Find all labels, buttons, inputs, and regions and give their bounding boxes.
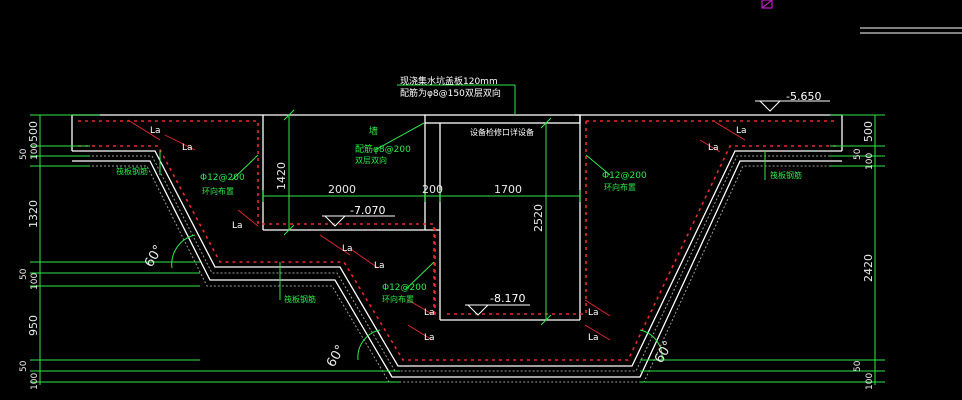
- dim-2520: 2520: [532, 204, 545, 232]
- la-label: La: [232, 221, 243, 231]
- bottom-bar-right: 筏板钢筋: [770, 170, 802, 180]
- bottom-bar-mid: 筏板钢筋: [284, 294, 316, 304]
- dim-2000: 2000: [328, 183, 356, 196]
- left-dim-100: 100: [30, 143, 40, 160]
- top-note-line2: 配筋为φ8@150双层双向: [400, 87, 501, 99]
- elevation-pit-bottom: -8.170: [490, 292, 525, 305]
- la-label: La: [736, 126, 747, 136]
- left-dimension-chain: 500 100 50 1320 100 50 950 100 50: [19, 121, 40, 390]
- right-dim-500: 500: [862, 121, 875, 142]
- right-dim-100: 100: [865, 153, 875, 170]
- elevation-top-right: -5.650: [786, 90, 821, 103]
- mid-hoop-dir: 环向布置: [382, 294, 414, 304]
- cursor-icon[interactable]: [761, 0, 773, 9]
- right-dim-50: 50: [853, 148, 863, 160]
- angle-left-lower: 60°: [324, 343, 349, 370]
- dim-1700: 1700: [494, 183, 522, 196]
- left-dim-500: 500: [27, 121, 40, 142]
- right-dim-100b: 100: [865, 373, 875, 390]
- left-dim-50c: 50: [19, 360, 29, 372]
- top-note-line1: 现浇集水坑盖板120mm: [400, 75, 498, 87]
- dim-1420: 1420: [275, 162, 288, 190]
- left-hoop: Φ12@200: [200, 173, 245, 183]
- la-label: La: [708, 143, 719, 153]
- mid-hoop: Φ12@200: [382, 283, 427, 293]
- la-label: La: [374, 261, 385, 271]
- wall-rebar: 配筋φ8@200: [355, 143, 411, 155]
- left-dim-50: 50: [19, 148, 29, 160]
- rebar-lines: [78, 120, 836, 361]
- cushion-layer: [72, 155, 842, 383]
- la-label: La: [588, 308, 599, 318]
- wall-rebar-dir: 双层双向: [355, 155, 387, 165]
- right-dimension-chain: 500 100 50 2420 100 50: [853, 121, 875, 390]
- bottom-bar-left: 筏板钢筋: [116, 166, 148, 176]
- la-label: La: [182, 143, 193, 153]
- wall-title: 墙: [369, 125, 378, 137]
- dimension-lines: [30, 84, 885, 385]
- left-dim-100c: 100: [30, 373, 40, 390]
- left-dim-50b: 50: [19, 268, 29, 280]
- concrete-outline: [71, 114, 843, 378]
- la-leaders: [127, 119, 746, 341]
- left-hoop-dir: 环向布置: [202, 186, 234, 196]
- cover-label: 设备检修口详设备: [470, 127, 534, 137]
- la-label: La: [588, 333, 599, 343]
- elevation-markers: [322, 100, 830, 316]
- right-hoop: Φ12@200: [602, 171, 647, 181]
- la-label: La: [424, 333, 435, 343]
- la-label: La: [150, 126, 161, 136]
- right-dim-50b: 50: [853, 360, 863, 372]
- left-dim-950: 950: [27, 315, 40, 336]
- angle-left-upper: 60°: [142, 243, 167, 270]
- right-hoop-dir: 环向布置: [604, 182, 636, 192]
- annotations: 现浇集水坑盖板120mm 配筋为φ8@150双层双向 设备检修口详设备 墙 配筋…: [116, 75, 821, 370]
- left-dim-100b: 100: [30, 273, 40, 290]
- la-label: La: [424, 308, 435, 318]
- elevation-step: -7.070: [350, 204, 385, 217]
- la-label: La: [342, 244, 353, 254]
- dim-200: 200: [422, 183, 443, 196]
- right-dim-2420: 2420: [862, 254, 875, 282]
- left-dim-1320: 1320: [27, 200, 40, 228]
